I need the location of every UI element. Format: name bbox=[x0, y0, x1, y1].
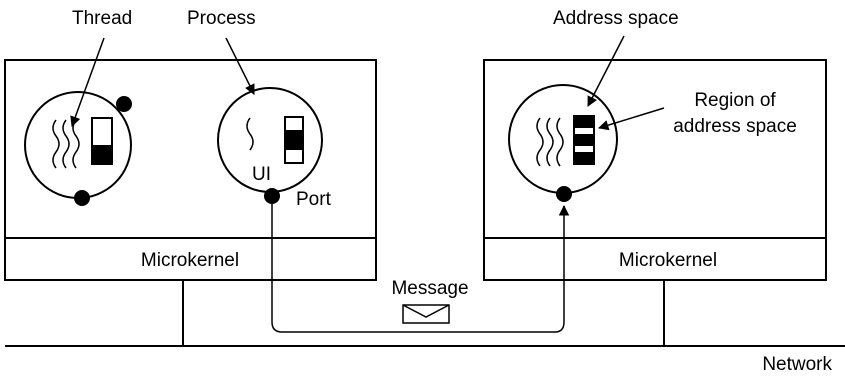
port-icon bbox=[264, 188, 280, 204]
right-microkernel-label: Microkernel bbox=[619, 250, 717, 271]
message-path-arrow bbox=[271, 204, 570, 333]
thread-icon bbox=[62, 119, 70, 169]
process-pointer-arrow bbox=[225, 37, 255, 95]
left-computer-box bbox=[4, 59, 377, 281]
right-computer-box bbox=[483, 59, 827, 281]
left-microkernel-label: Microkernel bbox=[141, 250, 239, 271]
ui-label: UI bbox=[252, 164, 271, 185]
thread-pointer-arrow bbox=[70, 37, 105, 127]
address-space-region bbox=[574, 116, 594, 128]
thread-label: Thread bbox=[72, 8, 132, 29]
process-label: Process bbox=[187, 8, 256, 29]
port-icon bbox=[556, 186, 572, 202]
thread-icon bbox=[546, 117, 554, 167]
port-icon bbox=[116, 96, 132, 112]
address-space-label: Address space bbox=[553, 8, 679, 29]
region-label-line2: address space bbox=[673, 116, 797, 137]
address-space-pointer-arrow bbox=[587, 35, 625, 107]
thread-icon bbox=[556, 117, 564, 167]
region-label-line1: Region of bbox=[694, 90, 776, 111]
address-space-region bbox=[285, 130, 303, 150]
address-space-region bbox=[574, 152, 594, 164]
port-icon bbox=[74, 190, 90, 206]
process-circle-2: UI bbox=[217, 87, 323, 193]
thread-icon bbox=[72, 119, 80, 169]
process-circle-3 bbox=[508, 84, 618, 194]
right-computer: Microkernel Address space Region of addr… bbox=[483, 8, 827, 281]
thread-icon bbox=[52, 119, 60, 169]
address-space-region bbox=[574, 134, 594, 146]
left-computer: Microkernel UI Port Thread Process bbox=[4, 8, 377, 281]
region-pointer-arrow bbox=[597, 107, 665, 131]
address-space-region bbox=[92, 145, 112, 164]
envelope-icon bbox=[402, 304, 450, 324]
message-label: Message bbox=[391, 278, 468, 299]
thread-icon bbox=[246, 117, 254, 151]
network-label: Network bbox=[762, 354, 832, 375]
thread-icon bbox=[536, 117, 544, 167]
port-label: Port bbox=[296, 189, 332, 210]
